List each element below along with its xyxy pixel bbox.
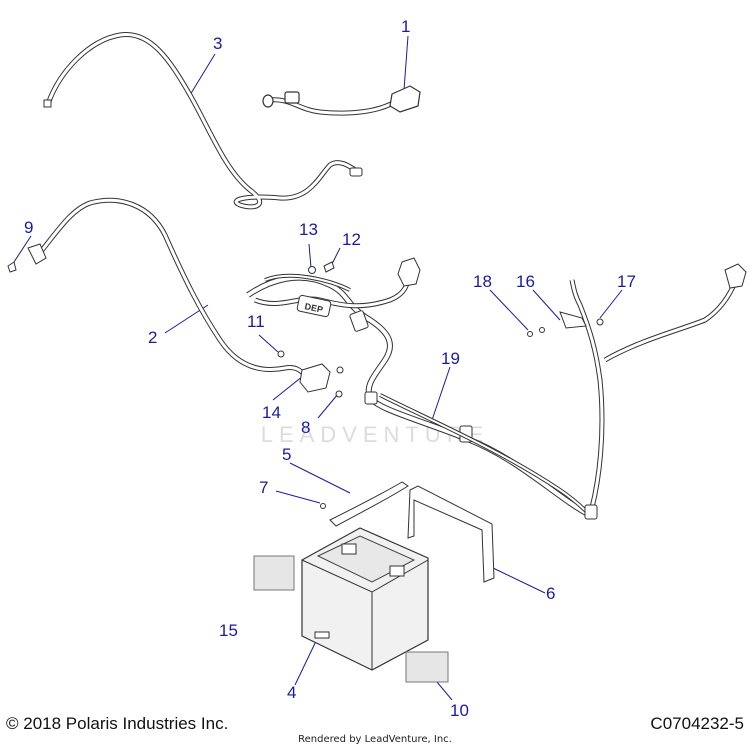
leader-13: [308, 243, 312, 269]
callout-14[interactable]: 14: [262, 403, 281, 422]
callout-10[interactable]: 10: [450, 701, 469, 720]
callout-19[interactable]: 19: [441, 349, 460, 368]
battery-pads: [253, 555, 449, 683]
leader-5: [289, 462, 351, 494]
callout-8[interactable]: 8: [301, 418, 311, 437]
callout-4[interactable]: 4: [287, 683, 297, 702]
leader-lines: [13, 35, 623, 701]
part-6-bracket: [407, 485, 495, 583]
leader-9: [13, 235, 32, 263]
part-2-negative-cable: [7, 197, 307, 377]
leader-8: [317, 393, 339, 419]
callout-11[interactable]: 11: [247, 312, 265, 331]
diagram-code: C0704232-5: [650, 714, 744, 733]
connector-tag-text: DEP: [304, 301, 324, 315]
callout-15[interactable]: 15: [219, 621, 238, 640]
rendered-by-text: Rendered by LeadVenture, Inc.: [298, 734, 452, 745]
leader-7: [275, 490, 321, 504]
part-1-positive-cable: [262, 85, 421, 116]
callout-6[interactable]: 6: [546, 584, 556, 603]
copyright-text: © 2018 Polaris Industries Inc.: [6, 714, 229, 733]
leader-4: [294, 636, 319, 686]
part-19-right-harness: [379, 263, 747, 520]
leader-3: [189, 53, 216, 96]
part-5-hold-down-strap: [320, 481, 409, 527]
callout-3[interactable]: 3: [213, 34, 223, 53]
leader-18: [489, 289, 529, 331]
part-4-battery: [301, 527, 429, 671]
callout-12[interactable]: 12: [342, 230, 361, 249]
part-3-harness-cable: [43, 31, 363, 210]
callout-9[interactable]: 9: [24, 218, 34, 237]
callout-7[interactable]: 7: [259, 478, 269, 497]
leader-17: [599, 289, 623, 319]
callout-17[interactable]: 17: [617, 272, 636, 291]
part-10-pad: [405, 651, 449, 683]
callout-18[interactable]: 18: [473, 272, 492, 291]
callout-13[interactable]: 13: [299, 220, 318, 239]
leader-1: [403, 35, 409, 91]
callout-2[interactable]: 2: [148, 328, 158, 347]
leader-11: [258, 334, 279, 353]
leader-6: [492, 567, 546, 594]
leader-19: [429, 366, 451, 427]
callout-5[interactable]: 5: [282, 445, 292, 464]
leader-16: [532, 289, 561, 321]
part-15-pad: [253, 555, 295, 591]
callout-1[interactable]: 1: [401, 17, 411, 36]
callout-16[interactable]: 16: [516, 272, 535, 291]
